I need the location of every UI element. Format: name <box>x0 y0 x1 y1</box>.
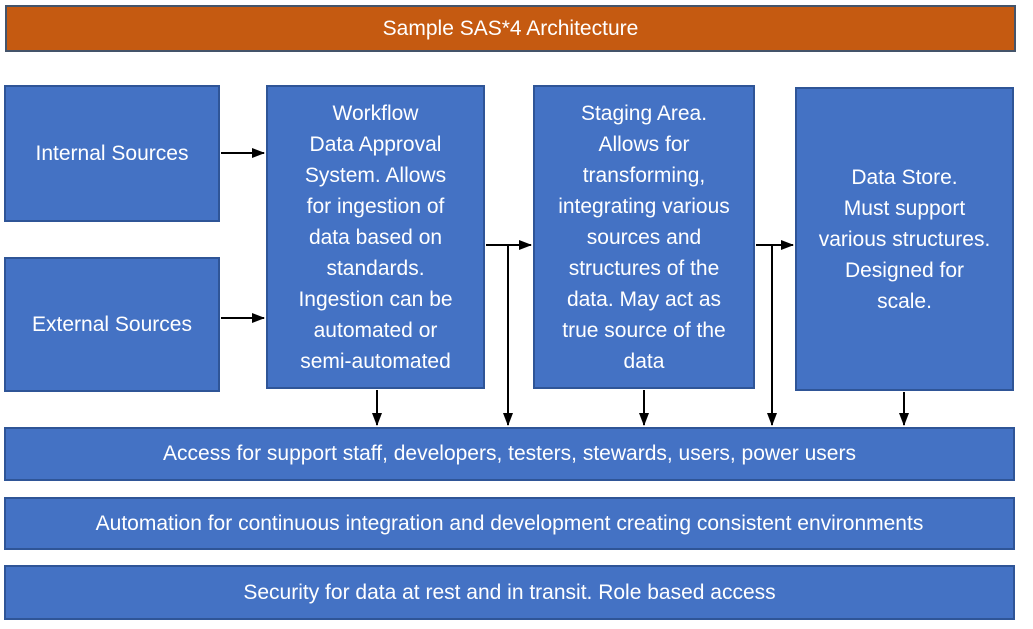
diagram-title: Sample SAS*4 Architecture <box>382 16 639 40</box>
workflow-approval-box: Workflow Data Approval System. Allows fo… <box>266 85 485 389</box>
automation-bar-label: Automation for continuous integration an… <box>95 511 924 535</box>
internal-sources-box: Internal Sources <box>4 85 220 222</box>
external-sources-box: External Sources <box>4 257 220 392</box>
internal-sources-label: Internal Sources <box>35 141 189 165</box>
diagram-title-bar: Sample SAS*4 Architecture <box>5 5 1016 52</box>
access-bar-label: Access for support staff, developers, te… <box>163 442 856 465</box>
data-store-label: Data Store. Must support various structu… <box>818 165 991 313</box>
automation-bar: Automation for continuous integration an… <box>4 497 1015 550</box>
access-bar: Access for support staff, developers, te… <box>4 427 1015 481</box>
staging-area-label: Staging Area. Allows for transforming, i… <box>558 101 730 373</box>
staging-area-box: Staging Area. Allows for transforming, i… <box>533 85 755 389</box>
workflow-approval-label: Workflow Data Approval System. Allows fo… <box>298 101 453 373</box>
external-sources-label: External Sources <box>32 312 192 336</box>
data-store-box: Data Store. Must support various structu… <box>795 87 1014 391</box>
security-bar-label: Security for data at rest and in transit… <box>243 580 776 604</box>
security-bar: Security for data at rest and in transit… <box>4 565 1015 620</box>
